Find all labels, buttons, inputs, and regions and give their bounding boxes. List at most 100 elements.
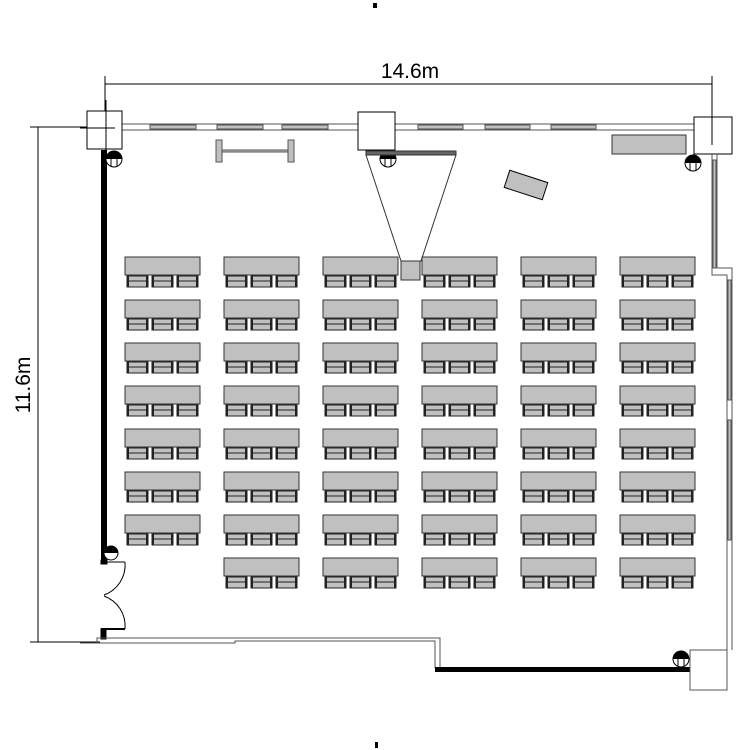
chair bbox=[349, 576, 372, 589]
desk bbox=[421, 385, 498, 405]
chair bbox=[448, 404, 471, 417]
chair bbox=[671, 361, 694, 374]
desk-with-chairs bbox=[223, 299, 300, 331]
chair bbox=[151, 447, 174, 460]
desk-with-chairs bbox=[619, 471, 696, 503]
chair bbox=[671, 275, 694, 288]
chair bbox=[448, 318, 471, 331]
desk bbox=[619, 514, 696, 534]
chair bbox=[473, 490, 496, 503]
light-fixture bbox=[672, 650, 690, 668]
chair bbox=[423, 318, 446, 331]
chair bbox=[423, 576, 446, 589]
chair bbox=[324, 275, 347, 288]
chair bbox=[646, 490, 669, 503]
desk-with-chairs bbox=[421, 385, 498, 417]
desk bbox=[322, 342, 399, 362]
chair bbox=[423, 533, 446, 546]
desk-with-chairs bbox=[520, 471, 597, 503]
chair bbox=[176, 275, 199, 288]
chair bbox=[275, 576, 298, 589]
chair bbox=[621, 447, 644, 460]
chair bbox=[547, 275, 570, 288]
chair bbox=[423, 447, 446, 460]
chair bbox=[522, 576, 545, 589]
chair bbox=[572, 490, 595, 503]
chair bbox=[225, 447, 248, 460]
desk bbox=[421, 428, 498, 448]
chair bbox=[646, 576, 669, 589]
chair bbox=[473, 404, 496, 417]
chair bbox=[448, 533, 471, 546]
chair bbox=[176, 361, 199, 374]
chair bbox=[176, 318, 199, 331]
desk-with-chairs bbox=[124, 428, 201, 460]
desk bbox=[124, 342, 201, 362]
chair bbox=[473, 361, 496, 374]
chair bbox=[621, 318, 644, 331]
desk-with-chairs bbox=[124, 256, 201, 288]
light-fixture bbox=[684, 154, 702, 172]
chair bbox=[671, 490, 694, 503]
chair bbox=[522, 275, 545, 288]
desk-with-chairs bbox=[619, 342, 696, 374]
desk-with-chairs bbox=[124, 342, 201, 374]
desk bbox=[421, 256, 498, 276]
top-mark bbox=[373, 3, 377, 8]
chair bbox=[275, 447, 298, 460]
chair bbox=[374, 447, 397, 460]
chair bbox=[423, 490, 446, 503]
desk bbox=[322, 557, 399, 577]
chair bbox=[225, 318, 248, 331]
desk-with-chairs bbox=[223, 385, 300, 417]
chair bbox=[621, 361, 644, 374]
desk bbox=[124, 428, 201, 448]
pillar bbox=[357, 111, 396, 151]
chair bbox=[448, 490, 471, 503]
right-wall bbox=[711, 154, 733, 650]
chair bbox=[473, 576, 496, 589]
desk bbox=[421, 299, 498, 319]
desk-with-chairs bbox=[619, 514, 696, 546]
chair bbox=[646, 533, 669, 546]
chair bbox=[671, 447, 694, 460]
desk bbox=[520, 256, 597, 276]
whiteboard-stand bbox=[215, 139, 295, 163]
chair bbox=[473, 533, 496, 546]
lectern bbox=[503, 169, 549, 201]
chair bbox=[522, 404, 545, 417]
desk-with-chairs bbox=[421, 557, 498, 589]
chair bbox=[374, 275, 397, 288]
chair bbox=[572, 576, 595, 589]
desk bbox=[322, 299, 399, 319]
double-door bbox=[100, 559, 126, 640]
desk bbox=[322, 514, 399, 534]
desk-with-chairs bbox=[322, 471, 399, 503]
chair bbox=[324, 361, 347, 374]
desk bbox=[223, 514, 300, 534]
chair bbox=[275, 404, 298, 417]
desk-with-chairs bbox=[520, 557, 597, 589]
bottom-wall bbox=[80, 637, 441, 668]
desk-grid bbox=[124, 256, 696, 589]
chair bbox=[572, 275, 595, 288]
desk bbox=[520, 557, 597, 577]
chair bbox=[374, 490, 397, 503]
desk-with-chairs bbox=[421, 514, 498, 546]
chair bbox=[423, 361, 446, 374]
chair bbox=[126, 361, 149, 374]
chair bbox=[275, 533, 298, 546]
desk bbox=[421, 471, 498, 491]
chair bbox=[250, 447, 273, 460]
chair bbox=[151, 490, 174, 503]
desk bbox=[619, 428, 696, 448]
chair bbox=[374, 318, 397, 331]
chair bbox=[324, 576, 347, 589]
desk bbox=[223, 342, 300, 362]
chair bbox=[374, 533, 397, 546]
desk bbox=[520, 471, 597, 491]
chair bbox=[522, 318, 545, 331]
chair bbox=[275, 318, 298, 331]
desk-with-chairs bbox=[223, 557, 300, 589]
chair bbox=[176, 533, 199, 546]
